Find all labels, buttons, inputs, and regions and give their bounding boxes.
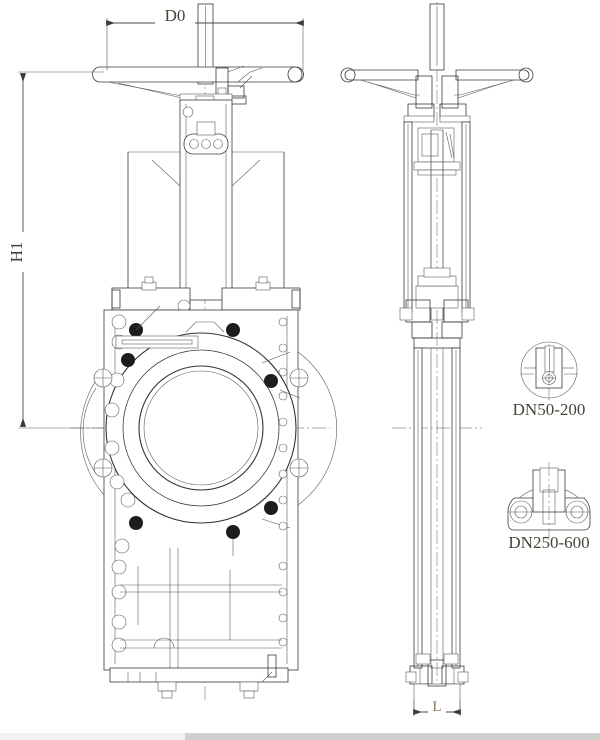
side-position-indicator (413, 127, 461, 176)
flange-outer-arcs (80, 351, 337, 506)
side-valve-stem (429, 3, 445, 71)
valve-base-feet (109, 654, 289, 699)
front-elevation-view (70, 3, 337, 700)
detail-dn50-200: DN50-200 (513, 341, 586, 419)
yoke-column (127, 99, 285, 301)
detail-dn250-600: DN250-600 (507, 462, 591, 552)
side-handwheel (340, 67, 534, 99)
footer-bar-right (185, 733, 600, 740)
dimension-h1: H1 (7, 71, 104, 429)
dimension-l-label: L (432, 699, 441, 715)
side-packing-gland (399, 267, 475, 349)
footer-bar-left (0, 733, 185, 740)
bonnet-flange (111, 276, 301, 313)
gate-packing-slot (115, 321, 225, 349)
handwheel (92, 66, 304, 100)
detail-dn50-200-figure (520, 341, 578, 400)
detail-dn50-200-label: DN50-200 (513, 400, 586, 419)
detail-dn250-600-label: DN250-600 (508, 533, 589, 552)
dimension-d0: D0 (106, 5, 304, 70)
dimension-l: L (413, 698, 461, 716)
valve-port-circles (105, 332, 297, 524)
detail-dn250-600-figure (507, 462, 591, 540)
dimension-h1-label: H1 (7, 242, 26, 263)
dimension-d0-label: D0 (165, 6, 186, 25)
flange-bolt-circle (121, 305, 301, 556)
side-stem-nut (403, 75, 471, 123)
valve-body-ribs (120, 548, 282, 668)
side-body-walls (413, 347, 461, 669)
